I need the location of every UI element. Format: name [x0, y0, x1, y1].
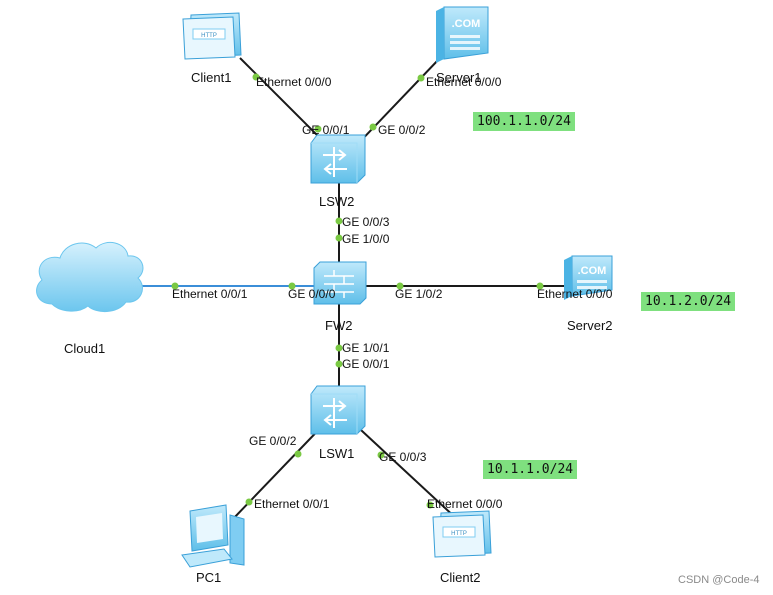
port-label-pc1: Ethernet 0/0/1: [254, 497, 330, 511]
port-dot: [171, 282, 179, 290]
device-name-client2: Client2: [440, 570, 481, 585]
port-label-fw2-ge102: GE 1/0/2: [395, 287, 443, 301]
watermark: CSDN @Code-4: [678, 574, 760, 586]
server1-icon[interactable]: .COM: [436, 6, 489, 63]
subnet-tag-right: 10.1.2.0/24: [641, 292, 736, 311]
device-name-server1: Server1: [436, 70, 482, 85]
com-label: .COM: [578, 265, 607, 277]
port-dot: [335, 360, 343, 368]
port-dot: [288, 282, 296, 290]
link-server1-lsw2: [351, 57, 441, 151]
port-label-client2: Ethernet 0/0/0: [427, 497, 503, 511]
device-name-client1: Client1: [191, 70, 232, 85]
port-dot: [294, 450, 302, 458]
client2-icon[interactable]: HTTP: [432, 510, 492, 558]
device-name-pc1: PC1: [196, 570, 222, 585]
port-dot: [426, 501, 434, 509]
port-label-lsw2-ge003: GE 0/0/3: [342, 215, 390, 229]
port-label-lsw1-ge001: GE 0/0/1: [342, 357, 390, 371]
port-dot: [377, 451, 385, 459]
port-label-lsw2-ge001: GE 0/0/1: [302, 123, 350, 137]
links: [135, 57, 570, 521]
port-dot: [335, 344, 343, 352]
port-dot: [335, 217, 343, 225]
device-name-server2: Server2: [567, 318, 613, 333]
cloud1-icon[interactable]: [36, 241, 144, 312]
port-dot: [314, 125, 322, 133]
pc1-icon[interactable]: [181, 504, 245, 568]
port-dot: [536, 282, 544, 290]
subnet-tag-top: 100.1.1.0/24: [473, 112, 575, 131]
port-dots: [171, 73, 544, 509]
port-dot: [417, 74, 425, 82]
lsw2-icon[interactable]: [310, 134, 366, 184]
http-label: HTTP: [201, 33, 217, 39]
client1-icon[interactable]: HTTP: [182, 12, 242, 60]
port-label-server2: Ethernet 0/0/0: [537, 287, 613, 301]
http-label: HTTP: [451, 531, 467, 537]
port-label-cloud1: Ethernet 0/0/1: [172, 287, 248, 301]
port-label-fw2-ge101: GE 1/0/1: [342, 341, 390, 355]
subnet-tag-bottom: 10.1.1.0/24: [483, 460, 578, 479]
port-dot: [335, 234, 343, 242]
port-dot: [245, 498, 253, 506]
port-dot: [369, 123, 377, 131]
port-dot: [396, 282, 404, 290]
device-name-fw2: FW2: [325, 318, 353, 333]
port-label-lsw1-ge003: GE 0/0/3: [379, 450, 427, 464]
fw2-icon[interactable]: [313, 261, 367, 305]
port-label-server1: Ethernet 0/0/0: [426, 75, 502, 89]
device-name-lsw2: LSW2: [319, 194, 355, 209]
port-label-fw2-ge100: GE 1/0/0: [342, 232, 390, 246]
com-label: .COM: [452, 18, 481, 30]
port-dot: [252, 73, 260, 81]
port-label-lsw1-ge002: GE 0/0/2: [249, 434, 297, 448]
device-name-lsw1: LSW1: [319, 446, 355, 461]
port-label-lsw2-ge002: GE 0/0/2: [378, 123, 426, 137]
link-lsw1-client2: [347, 417, 459, 521]
port-label-fw2-ge000: GE 0/0/0: [288, 287, 336, 301]
lsw1-icon[interactable]: [310, 385, 366, 435]
port-label-client1: Ethernet 0/0/0: [256, 75, 332, 89]
server2-icon[interactable]: .COM: [564, 255, 613, 300]
device-name-cloud1: Cloud1: [64, 341, 106, 356]
